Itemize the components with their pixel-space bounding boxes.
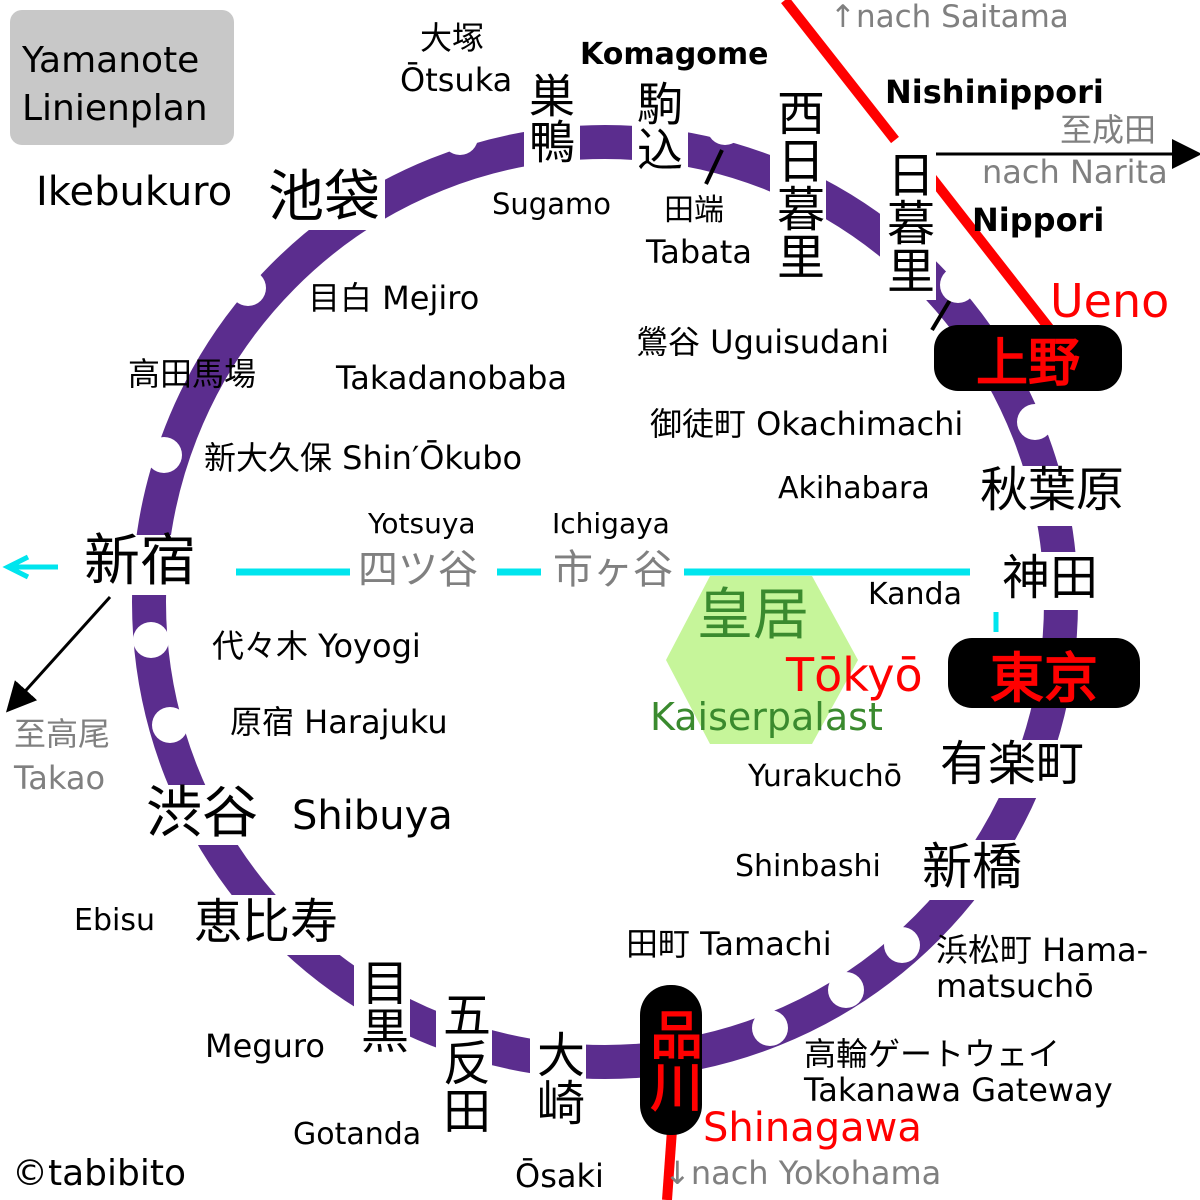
station-label-komagome-jp: 駒込 [630,80,684,172]
station-label-shibuya-jp: 渋谷 [146,781,258,846]
station-label-hamamatsucho-1: 浜松町 Hama- [936,931,1149,969]
tabata-leader [704,149,724,185]
chuo-label-ichigaya-jp: 市ヶ谷 [553,547,673,593]
station-label-yoyogi: 代々木 Yoyogi [212,627,421,665]
station-label-gotanda-jp: 五反田 [434,990,490,1134]
station-label-sugamo-jp: 巣鴨 [522,72,576,164]
station-label-komagome-en: Komagome [580,37,769,72]
station-label-gotanda-en: Gotanda [293,1117,422,1152]
station-label-osaki-en: Ōsaki [515,1157,604,1195]
station-label-nippori-jp: 日暮里 [878,150,934,294]
nippori-leader [930,298,952,332]
map-title-line1: Yamanote [22,40,200,81]
station-dot-otsuka [442,119,478,155]
chuo-label-ichigaya-en: Ichigaya [552,507,670,540]
map-title-line2: Linienplan [22,88,208,129]
chuo-label-kanda-en: Kanda [868,577,962,612]
station-label-okachimachi: 御徒町 Okachimachi [650,405,964,443]
station-label-tamachi: 田町 Tamachi [626,925,832,963]
station-dot-takanawa [752,1010,788,1046]
station-label-yurakucho-en: Yurakuchō [748,759,902,794]
station-label-tabata-en: Tabata [646,233,752,271]
station-label-takanawa-2: Takanawa Gateway [804,1071,1113,1109]
palace-label-de: Kaiserpalast [650,695,883,739]
chuo-label-yotsuya-en: Yotsuya [368,507,476,540]
tokaido-line-south [662,1129,677,1200]
station-label-ikebukuro-en: Ikebukuro [36,169,233,215]
station-dot-hamamatsucho [884,927,920,963]
station-label-meguro-jp: 目黒 [352,958,408,1054]
station-label-akihabara-en: Akihabara [778,471,930,506]
station-label-takadanobaba-jp: 高田馬場 [128,355,257,393]
station-label-takadanobaba-en: Takadanobaba [336,359,568,397]
station-label-uguisudani: 鶯谷 Uguisudani [636,323,890,361]
station-label-ebisu-en: Ebisu [74,903,155,938]
station-dot-tamachi [828,972,864,1008]
takao-arrow [5,595,112,713]
station-label-harajuku: 原宿 Harajuku [230,703,448,741]
direction-saitama: ↑nach Saitama [830,0,1069,35]
map-title-box: Yamanote Linienplan [10,10,234,145]
palace-label-jp: 皇居 [697,583,809,648]
tohoku-line-ueno [928,174,1064,346]
station-label-akihabara-jp: 秋葉原 [980,462,1125,518]
station-label-shinbashi-jp: 新橋 [922,838,1022,896]
station-label-mejiro: 目白 Mejiro [308,279,480,317]
station-label-shinbashi-en: Shinbashi [735,849,881,884]
station-plate-ueno[interactable]: 上野 [934,325,1122,394]
station-label-nishinippori-jp: 西日暮里 [768,88,824,280]
station-dots [133,109,1053,1046]
station-label-kanda-jp: 神田 [1002,550,1099,606]
station-dot-uguisudani [940,267,976,303]
copyright: ©tabibito [12,1153,187,1194]
chuo-arrow-head [2,554,30,580]
station-plate-tokyo[interactable]: 東京 [948,638,1140,710]
station-label-tokyo-en: Tōkyō [786,648,923,702]
station-label-shinjuku-jp: 新宿 [84,529,196,594]
station-label-meguro-en: Meguro [205,1027,325,1065]
station-dot-shinokubo [146,437,182,473]
station-label-nippori-en: Nippori [972,201,1105,239]
station-label-nishinippori-en: Nishinippori [885,73,1104,111]
direction-narita-jp: 至成田 [1060,111,1157,149]
station-label-tabata-jp: 田端 [664,193,724,228]
station-label-yurakucho-jp: 有楽町 [940,736,1085,792]
imperial-palace-area [666,576,858,744]
station-label-takanawa-1: 高輪ゲートウェイ [804,1035,1061,1073]
station-label-shibuya-en: Shibuya [292,793,453,839]
station-label-osaki-jp: 大崎 [528,1030,584,1126]
station-label-shinokubo: 新大久保 Shin′Ōkubo [204,439,523,477]
station-label-ueno-en: Ueno [1050,274,1170,328]
station-plate-shinagawa[interactable]: 品川 [640,985,702,1135]
station-label-ikebukuro-jp: 池袋 [268,165,380,230]
station-label-sugamo-en: Sugamo [492,187,611,221]
station-label-shinagawa-en: Shinagawa [703,1105,922,1151]
station-dot-yoyogi [133,622,169,658]
direction-narita-de: nach Narita [982,153,1168,191]
station-dot-mejiro [230,270,266,306]
station-dot-okachimachi [1017,404,1053,440]
chuo-label-yotsuya-jp: 四ツ谷 [358,547,478,593]
direction-takao-jp: 至高尾 [14,715,111,753]
tohoku-line-north [781,0,899,144]
direction-yokohama: ↓nach Yokohama [664,1154,942,1192]
station-label-hamamatsucho-2: matsuchō [936,967,1094,1005]
station-label-otsuka-en: Ōtsuka [400,61,513,99]
station-label-ebisu-jp: 恵比寿 [194,894,339,950]
station-dot-harajuku [152,707,188,743]
station-dot-tabata [707,109,743,145]
station-label-otsuka-jp: 大塚 [420,19,485,57]
direction-takao-de: Takao [14,759,106,797]
